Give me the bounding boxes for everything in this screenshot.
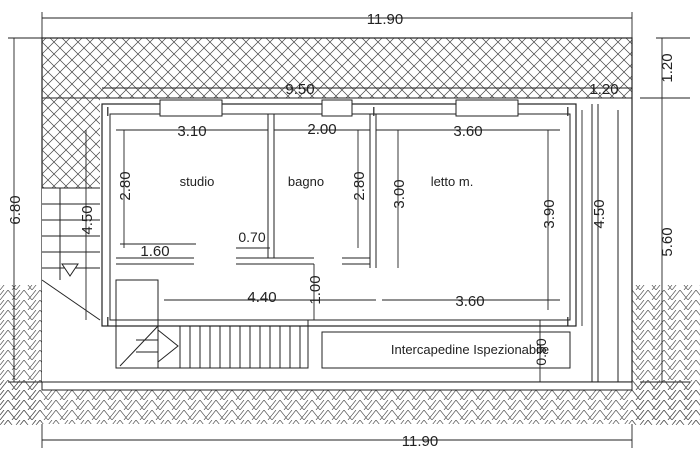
dim-right-total: 5.60	[659, 227, 676, 256]
room-bagno: bagno	[288, 174, 324, 189]
svg-text:I: I	[566, 314, 570, 329]
dimension-labels: 11.90 11.90 9.50 1.20 3.10 2.00 3.60 1.6…	[7, 11, 676, 450]
svg-text:I: I	[106, 104, 110, 119]
dim-inner-width: 9.50	[285, 81, 314, 98]
dim-stair-depth: 4.50	[79, 205, 96, 234]
svg-text:I: I	[566, 104, 570, 119]
dim-letto-depth-b: 3.90	[541, 199, 558, 228]
dim-gap-depth: 0.90	[533, 338, 549, 365]
dim-hall-right: 3.60	[455, 293, 484, 310]
dim-bottom-overall: 11.90	[402, 433, 438, 450]
dim-left-total: 6.80	[7, 195, 24, 224]
dim-studio-width: 3.10	[177, 123, 206, 140]
svg-text:I: I	[372, 104, 376, 119]
dim-studio-door: 1.60	[140, 243, 169, 260]
room-studio: studio	[180, 174, 215, 189]
dim-letto-depth-a: 3.00	[391, 179, 408, 208]
dim-right-top: 1.20	[659, 53, 676, 82]
dimension-lines	[8, 12, 690, 448]
room-labels: studio bagno letto m. Intercapedine Ispe…	[180, 174, 549, 357]
dim-right-offset: 1.20	[589, 81, 618, 98]
dim-bagno-width: 2.00	[307, 121, 336, 138]
dim-studio-depth: 2.80	[117, 171, 134, 200]
room-letto: letto m.	[431, 174, 474, 189]
dim-bagno-door: 0.70	[238, 229, 265, 245]
svg-text:I: I	[106, 314, 110, 329]
dim-top-overall: 11.90	[367, 11, 403, 28]
dim-hall-depth: 1.00	[307, 275, 324, 304]
dim-letto-width: 3.60	[453, 123, 482, 140]
dim-right-depth: 4.50	[591, 199, 608, 228]
dim-bagno-depth: 2.80	[351, 171, 368, 200]
floor-walls: I I I I I	[41, 99, 619, 382]
dim-hall-width: 4.40	[247, 289, 276, 306]
intercapedine-label: Intercapedine Ispezionabile	[391, 342, 549, 357]
